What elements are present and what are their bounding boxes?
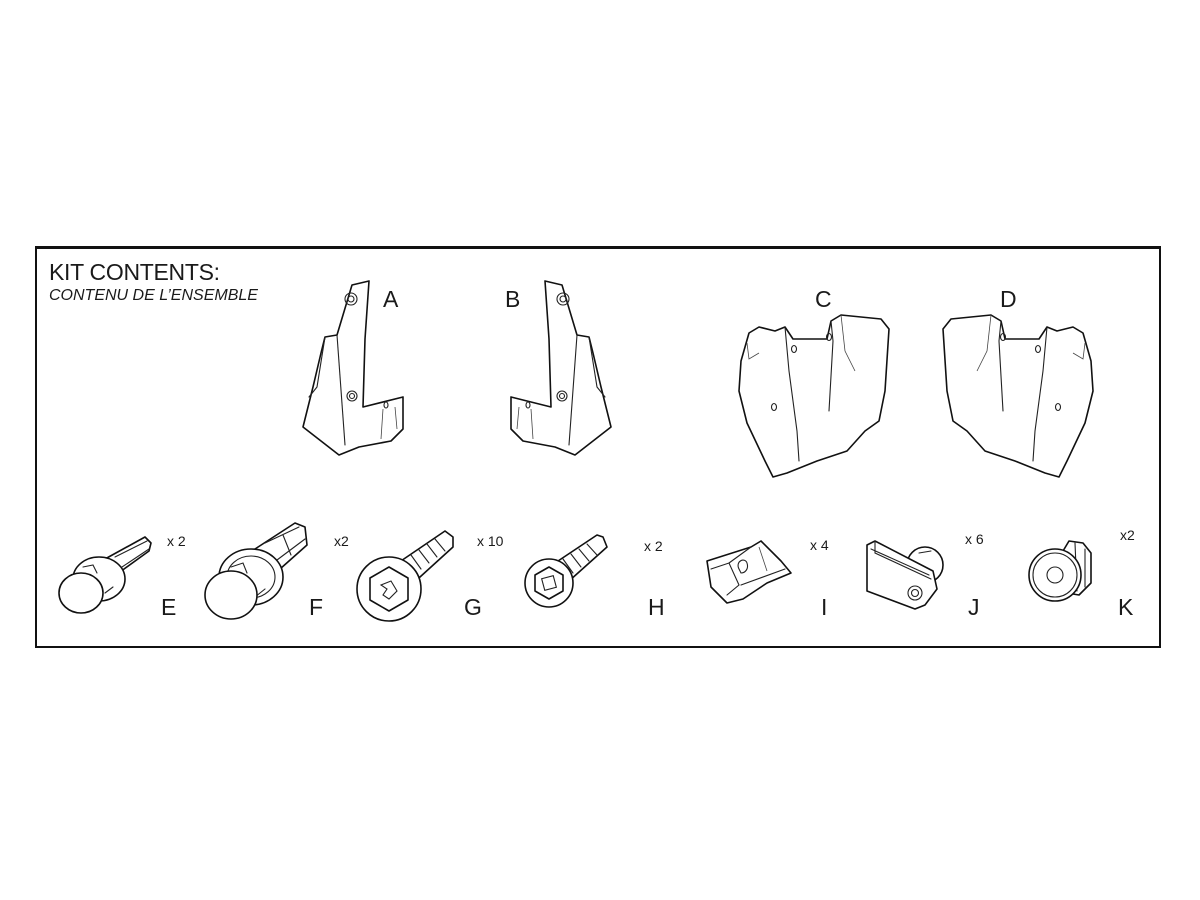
part-h-label: H <box>648 594 665 620</box>
part-a-label: A <box>383 286 399 312</box>
grommet-icon <box>1028 540 1092 602</box>
bracket-left-icon <box>302 280 404 456</box>
part-d <box>935 311 1095 486</box>
part-i-quantity: x 4 <box>810 537 829 553</box>
part-j <box>865 539 955 611</box>
u-nut-clip-icon <box>706 540 792 604</box>
part-e-label: E <box>161 594 177 620</box>
push-rivet-small-icon <box>58 536 152 614</box>
part-g <box>349 525 469 629</box>
part-i-label: I <box>821 594 828 620</box>
kit-contents-subtitle: CONTENU DE L’ENSEMBLE <box>49 287 258 304</box>
part-j-quantity: x 6 <box>965 531 984 547</box>
hex-screw-square-icon <box>524 534 608 608</box>
part-k-quantity: x2 <box>1120 527 1135 543</box>
part-b <box>495 279 615 459</box>
part-k <box>1027 535 1107 615</box>
hex-screw-icon <box>356 530 454 622</box>
part-e <box>55 529 155 619</box>
part-a <box>299 279 419 459</box>
part-i <box>701 539 801 609</box>
tab-clip-icon <box>866 540 944 610</box>
part-c <box>737 311 897 486</box>
part-g-quantity: x 10 <box>477 533 504 549</box>
part-k-label: K <box>1118 594 1134 620</box>
part-f-quantity: x2 <box>334 533 349 549</box>
kit-contents-panel: KIT CONTENTS: CONTENU DE L’ENSEMBLE A B <box>35 246 1161 648</box>
part-g-label: G <box>464 594 482 620</box>
part-b-label: B <box>505 286 521 312</box>
part-f <box>195 519 315 623</box>
kit-contents-title: KIT CONTENTS: <box>49 259 220 285</box>
deflector-left-icon <box>738 314 890 478</box>
part-d-label: D <box>1000 286 1017 312</box>
part-j-label: J <box>968 594 980 620</box>
part-e-quantity: x 2 <box>167 533 186 549</box>
part-f-label: F <box>309 594 324 620</box>
bracket-right-icon <box>510 280 612 456</box>
part-h <box>521 529 631 619</box>
part-h-quantity: x 2 <box>644 538 663 554</box>
deflector-right-icon <box>942 314 1094 478</box>
part-c-label: C <box>815 286 832 312</box>
push-rivet-large-icon <box>204 522 308 620</box>
